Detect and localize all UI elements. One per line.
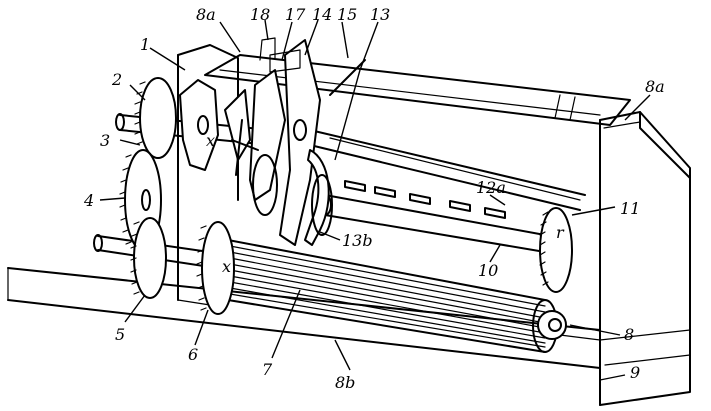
label-13b: 13b xyxy=(342,231,373,250)
label-14: 14 xyxy=(312,5,332,24)
label-8a-top: 8a xyxy=(196,5,216,24)
label-3: 3 xyxy=(100,131,110,150)
label-8b: 8b xyxy=(335,373,355,392)
svg-text:x: x xyxy=(206,131,215,150)
label-10: 10 xyxy=(478,261,498,280)
label-1: 1 xyxy=(140,35,150,54)
label-18: 18 xyxy=(250,5,270,24)
fluted-roller-7 xyxy=(227,239,558,353)
upper-rod xyxy=(309,129,586,211)
rod-10 xyxy=(318,180,546,253)
label-7: 7 xyxy=(262,360,273,379)
label-15: 15 xyxy=(337,5,357,24)
label-2: 2 xyxy=(111,70,122,89)
label-6: 6 xyxy=(188,345,198,364)
label-12a: 12a xyxy=(476,178,506,197)
label-11: 11 xyxy=(620,199,640,218)
label-4: 4 xyxy=(83,191,94,210)
gear-6: x xyxy=(196,221,235,315)
label-17: 17 xyxy=(285,5,306,24)
gear-8 xyxy=(537,310,567,340)
label-5: 5 xyxy=(115,325,125,344)
right-frame-8a xyxy=(559,111,691,406)
lever-mechanism xyxy=(224,37,333,246)
cam-plate-1: x xyxy=(179,79,219,171)
label-9: 9 xyxy=(630,363,640,382)
leader-lines xyxy=(99,19,651,381)
gear-11: r xyxy=(539,207,573,293)
svg-text:r: r xyxy=(556,223,565,242)
top-cover-plate xyxy=(204,54,631,126)
label-8: 8 xyxy=(624,325,634,344)
svg-text:x: x xyxy=(222,257,231,276)
gear-2 xyxy=(134,77,177,159)
label-13: 13 xyxy=(370,5,390,24)
gear-5 xyxy=(130,217,167,299)
label-8a-right: 8a xyxy=(645,77,665,96)
